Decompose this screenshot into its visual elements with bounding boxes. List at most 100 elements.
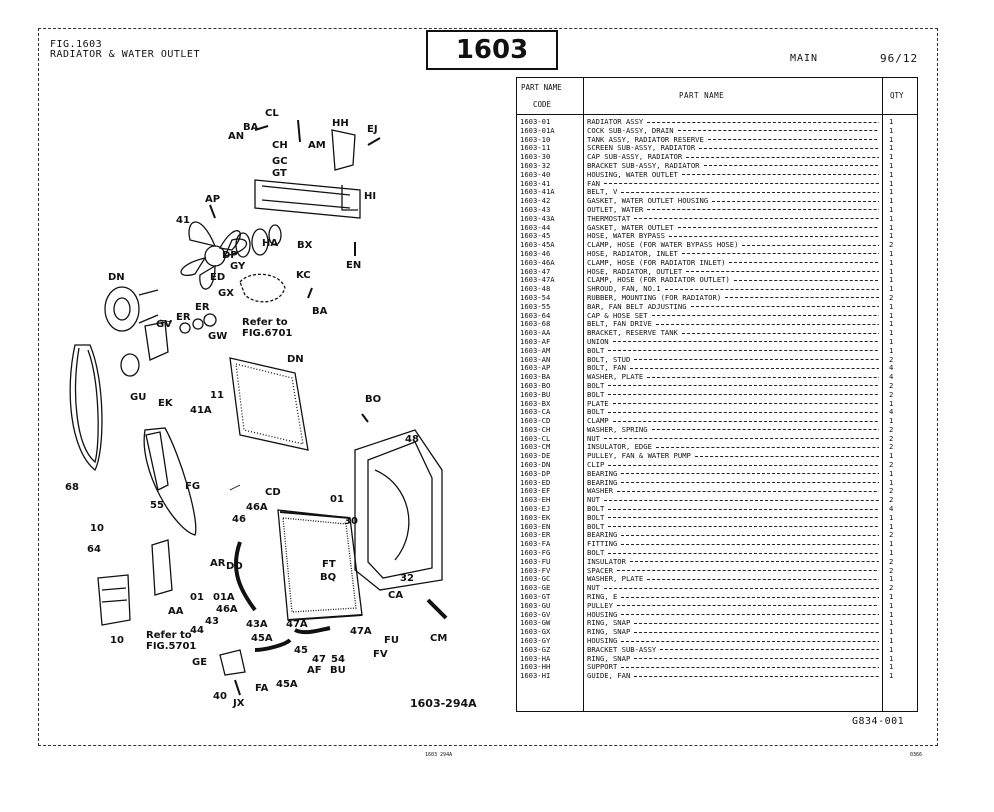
callout: 46 [232,514,246,525]
part-code: 1603-GY [520,637,551,646]
leader-dashes [621,473,879,475]
part-name-text: RUBBER, MOUNTING (FOR RADIATOR) [587,293,722,302]
part-name-text: SUPPORT [587,663,618,672]
part-code: 1603-GT [520,593,551,602]
part-code: 1603-GW [520,619,551,628]
part-name: RADIATOR ASSY [587,118,879,127]
leader-dashes [651,429,879,431]
part-name-text: PLATE [587,399,609,408]
part-name-text: WASHER [587,487,613,496]
radiator-screen [229,357,309,451]
leader-dashes [634,359,879,361]
callout: 47 [312,654,326,665]
part-name-text: BOLT [587,505,605,514]
leader-dashes [608,517,879,519]
leader-dashes [686,156,879,158]
callout: CA [388,590,403,601]
part-qty: 1 [889,618,894,628]
part-qty: 1 [889,125,894,135]
callout: FV [373,649,388,660]
part-name-text: CLAMP, HOSE (FOR RADIATOR INLET) [587,258,726,267]
part-name: INSULATOR, EDGE [587,443,879,452]
part-name: BOLT [587,514,879,523]
table-header: PART NAME CODE PART NAME QTY [517,78,917,115]
part-name-text: SCREEN SUB-ASSY, RADIATOR [587,144,696,153]
part-name-text: NUT [587,434,600,443]
part-name-text: FAN [587,179,600,188]
callout: 01 [330,494,344,505]
leader-dashes [621,596,879,598]
leader-dashes [634,675,879,677]
part-name-text: TANK ASSY, RADIATOR RESERVE [587,135,704,144]
leader-dashes [621,640,879,642]
parts-table: PART NAME CODE PART NAME QTY 1603-01 RADI… [516,77,918,712]
leader-dashes [677,227,879,229]
refer-fig5701-line2: FIG.5701 [146,641,196,652]
leader-dashes [612,403,879,404]
leader-dashes [629,561,879,563]
part-name-text: FITTING [587,540,618,549]
part-qty: 1 [889,521,894,531]
part-code: 1603-HA [520,654,551,663]
part-name: BRACKET, RESERVE TANK [587,329,879,338]
part-name: HOUSING, WATER OUTLET [587,171,879,180]
part-name-text: BOLT [587,522,605,531]
part-code: 1603-EH [520,496,551,505]
part-name: GASKET, WATER OUTLET [587,224,879,233]
part-code: 1603-FG [520,549,551,558]
part-name-text: SPACER [587,566,613,575]
callout: GX [218,288,234,299]
leader-dashes [616,605,879,607]
part-code: 1603-41A [520,188,555,197]
part-name: CLAMP [587,417,879,426]
fan-drive-belt [69,344,103,472]
callout: KC [296,270,311,281]
callout: 47A [286,619,308,630]
callout: JX [232,698,245,709]
part-qty: 4 [889,363,894,373]
callout: 43A [246,619,268,630]
col-header-qty: QTY [890,91,904,100]
part-name-text: BOLT [587,408,605,417]
part-name: UNION [587,338,879,347]
part-name-text: BOLT [587,390,605,399]
part-name: NUT [587,435,879,444]
part-qty: 1 [889,671,894,681]
part-name: INSULATOR [587,558,879,567]
callout: 41 [176,215,190,226]
callout: FT [322,559,336,570]
leader-dashes [603,587,879,589]
leader-dashes [712,200,879,202]
part-name: BELT, FAN DRIVE [587,320,879,329]
part-qty: 1 [889,222,894,232]
part-name: TANK ASSY, RADIATOR RESERVE [587,136,879,145]
water-outlet-housing [219,649,246,676]
callout: AA [168,606,184,617]
leader-dashes [707,139,879,141]
col-header-name: PART NAME [679,91,725,100]
leader-dashes [690,306,879,308]
callout: AN [228,131,244,142]
part-name: GASKET, WATER OUTLET HOUSING [587,197,879,206]
part-name-text: RADIATOR ASSY [587,118,644,126]
part-qty: 4 [889,407,894,417]
part-code: 1603-AP [520,364,551,373]
part-code: 1603-DE [520,452,551,461]
part-qty: 1 [889,152,894,162]
part-name-text: UNION [587,337,609,346]
part-code: 1603-EN [520,522,551,531]
callout: 10 [110,635,124,646]
part-qty: 1 [889,301,894,311]
part-qty: 2 [889,486,894,496]
part-name-text: HOUSING [587,637,618,646]
part-code: 1603-01 [520,118,551,126]
